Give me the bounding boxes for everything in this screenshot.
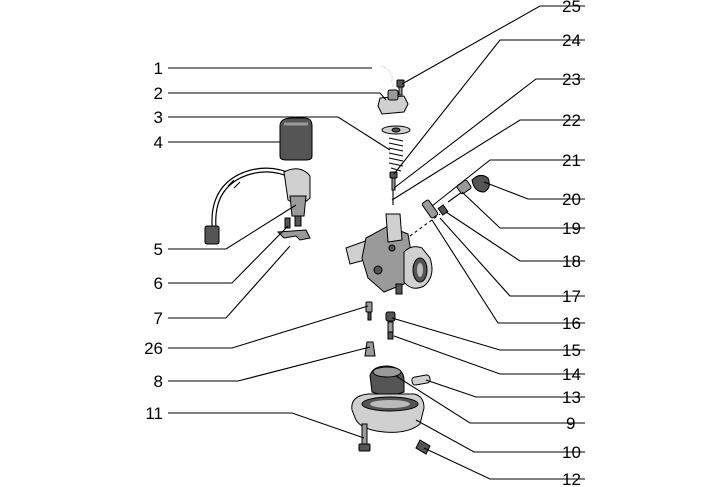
part-carburetor-body <box>345 213 433 295</box>
callout-7: 7 <box>154 309 163 328</box>
callout-18: 18 <box>562 252 581 271</box>
leader-lines <box>168 5 585 480</box>
callout-15: 15 <box>562 341 581 360</box>
callout-20: 20 <box>562 190 581 209</box>
part-drain-screw <box>415 439 431 455</box>
callout-3: 3 <box>154 108 163 127</box>
callout-4: 4 <box>154 133 163 152</box>
callout-16: 16 <box>562 314 581 333</box>
callout-24: 24 <box>562 31 581 50</box>
callouts-left: 1 2 3 4 5 6 7 26 8 11 <box>144 59 163 423</box>
callout-6: 6 <box>154 274 163 293</box>
callout-11: 11 <box>145 404 163 423</box>
callout-12: 12 <box>562 470 581 487</box>
part-bowl-bolt <box>358 423 371 452</box>
callout-10: 10 <box>562 443 581 462</box>
part-rubber-cap <box>279 117 313 161</box>
callout-14: 14 <box>562 365 581 384</box>
callout-9: 9 <box>566 414 575 433</box>
callouts-right: 25 24 23 22 21 20 19 18 17 16 15 14 13 9… <box>562 0 581 487</box>
callout-13: 13 <box>562 388 581 407</box>
part-float <box>369 365 431 396</box>
callout-26: 26 <box>144 339 163 358</box>
callout-23: 23 <box>562 70 581 89</box>
part-spring <box>381 125 411 172</box>
part-idle-screw-stack <box>409 174 490 237</box>
callout-5: 5 <box>154 240 163 259</box>
callout-2: 2 <box>154 84 163 103</box>
part-needle-clip <box>389 171 398 205</box>
callout-8: 8 <box>154 372 163 391</box>
part-cover-cap <box>377 89 409 115</box>
part-fuel-pipe <box>372 65 395 99</box>
part-float-bowl <box>351 393 425 433</box>
callout-19: 19 <box>562 219 581 238</box>
part-starter-assembly <box>204 167 311 245</box>
part-clamp <box>276 217 311 241</box>
callout-17: 17 <box>562 287 581 306</box>
callout-25: 25 <box>562 0 581 16</box>
callout-1: 1 <box>154 59 163 78</box>
part-jets <box>364 301 396 357</box>
callout-22: 22 <box>562 111 581 130</box>
callout-21: 21 <box>562 151 581 170</box>
